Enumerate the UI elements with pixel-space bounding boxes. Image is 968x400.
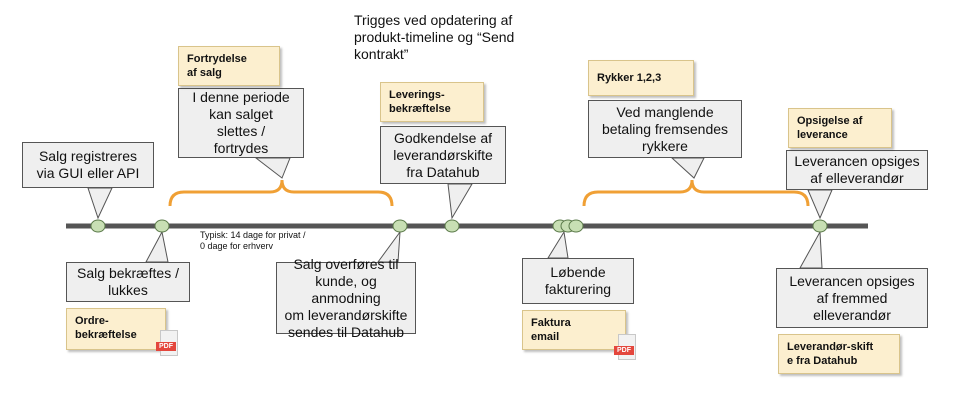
- pointer-manglende-betaling: [670, 157, 705, 179]
- callout-opsiges-el: Leverancen opsiges af elleverandør: [786, 150, 928, 190]
- callout-manglende-betaling: Ved manglende betaling fremsendes rykker…: [588, 100, 742, 158]
- callout-line: Leverancen opsiges: [789, 272, 915, 289]
- callout-line: rykkere: [642, 137, 688, 154]
- callout-line: kunde, og anmodning: [311, 272, 381, 306]
- header-note-line: kontrakt”: [354, 46, 409, 62]
- tag-line: bekræftelse: [75, 329, 137, 341]
- callout-line: slettes /: [216, 123, 266, 139]
- period-note-line: Typisk: 14 dage for privat /: [200, 230, 306, 240]
- tag-line: bekræftelse: [389, 103, 451, 115]
- tag-levering: Leverings- bekræftelse: [380, 82, 484, 122]
- callout-pointers: [87, 157, 833, 269]
- tag-faktura: Faktura email: [522, 310, 626, 350]
- tag-leverandorskift: Leverandør-skift e fra Datahub: [778, 334, 900, 374]
- pointer-godkendelse: [447, 183, 473, 220]
- pdf-badge: PDF: [156, 342, 176, 351]
- brace-rykker-period: [582, 179, 810, 207]
- pdf-icon: PDF: [156, 330, 178, 356]
- callout-periode: I denne periode kan salget slettes / for…: [178, 88, 304, 158]
- tag-opsigelse: Opsigelse af leverance: [788, 108, 892, 148]
- tag-line: Rykker 1,2,3: [597, 72, 662, 84]
- tag-rykker: Rykker 1,2,3: [588, 60, 694, 96]
- callout-line: Leverancen opsiges: [794, 153, 920, 169]
- callout-line: via GUI eller API: [36, 165, 140, 181]
- tag-fortrydelse: Fortrydelse af salg: [178, 46, 280, 86]
- tag-line: Faktura: [531, 317, 571, 329]
- callout-line: af elleverandør: [810, 170, 904, 186]
- tag-line: Leverings-: [389, 89, 445, 101]
- milestone-godkendt: [444, 219, 460, 233]
- callout-line: Løbende: [550, 264, 606, 280]
- callout-line: Godkendelse af: [393, 129, 493, 146]
- pdf-icon: PDF: [614, 334, 636, 360]
- callout-line: fra Datahub: [406, 163, 480, 180]
- callout-salg-registreres: Salg registreres via GUI eller API: [22, 142, 154, 188]
- callout-line: fortrydes: [213, 140, 269, 156]
- callout-line: Salg registreres: [38, 148, 138, 164]
- period-note: Typisk: 14 dage for privat / 0 dage for …: [200, 230, 350, 252]
- tag-line: Opsigelse af: [797, 115, 863, 127]
- callout-line: Salg overføres til: [293, 255, 399, 272]
- pointer-periode: [254, 157, 291, 179]
- milestone-bekraeftet: [154, 219, 170, 233]
- callout-line: af fremmed: [816, 289, 888, 306]
- header-note-line: produkt-timeline og “Send: [354, 29, 515, 45]
- callout-line: fakturering: [544, 281, 612, 297]
- header-note: Trigges ved opdatering af produkt-timeli…: [354, 12, 554, 63]
- callout-line: kan salget: [209, 106, 273, 122]
- pointer-salg-bekraeftes: [145, 230, 169, 263]
- tag-line: e fra Datahub: [787, 355, 858, 367]
- tag-line: Leverandør-skift: [787, 341, 874, 353]
- milestone-faktura-3: [568, 219, 584, 233]
- pointer-opsiges-el: [807, 189, 833, 220]
- callout-line: Ved manglende: [616, 103, 714, 120]
- pointer-opsiges-fremmed: [799, 230, 823, 269]
- callout-salg-overfoeres: Salg overføres til kunde, og anmodning o…: [276, 256, 416, 340]
- tag-line: Ordre-: [75, 315, 109, 327]
- callout-salg-bekraeftes: Salg bekræftes / lukkes: [66, 262, 190, 302]
- callout-line: Salg bekræftes /: [77, 265, 179, 281]
- brace-fortrydelse-period: [168, 179, 394, 207]
- pointer-loebende: [547, 230, 569, 259]
- callout-opsiges-fremmed: Leverancen opsiges af fremmed elleverand…: [776, 268, 928, 328]
- header-note-line: Trigges ved opdatering af: [354, 12, 513, 28]
- milestone-opsagt: [812, 219, 828, 233]
- callout-line: I denne periode: [192, 89, 290, 105]
- milestone-overfoert: [392, 219, 408, 233]
- tag-line: leverance: [797, 129, 848, 141]
- callout-loebende: Løbende fakturering: [522, 258, 634, 304]
- pdf-badge: PDF: [614, 346, 634, 355]
- tag-line: Fortrydelse: [187, 53, 247, 65]
- tag-ordre: Ordre- bekræftelse: [66, 308, 166, 350]
- pointer-salg-registreres: [87, 187, 113, 220]
- tag-line: af salg: [187, 67, 222, 79]
- callout-line: betaling fremsendes: [601, 120, 729, 137]
- tag-line: email: [531, 331, 560, 343]
- callout-godkendelse: Godkendelse af leverandørskifte fra Data…: [380, 126, 506, 184]
- callout-line: lukkes: [108, 282, 148, 298]
- callout-line: elleverandør: [813, 306, 891, 323]
- period-note-line: 0 dage for erhverv: [200, 241, 274, 251]
- milestone-registreret: [90, 219, 106, 233]
- callout-line: leverandørskifte: [393, 146, 493, 163]
- callout-line: sendes til Datahub: [288, 323, 404, 340]
- callout-line: om leverandørskifte: [284, 306, 408, 323]
